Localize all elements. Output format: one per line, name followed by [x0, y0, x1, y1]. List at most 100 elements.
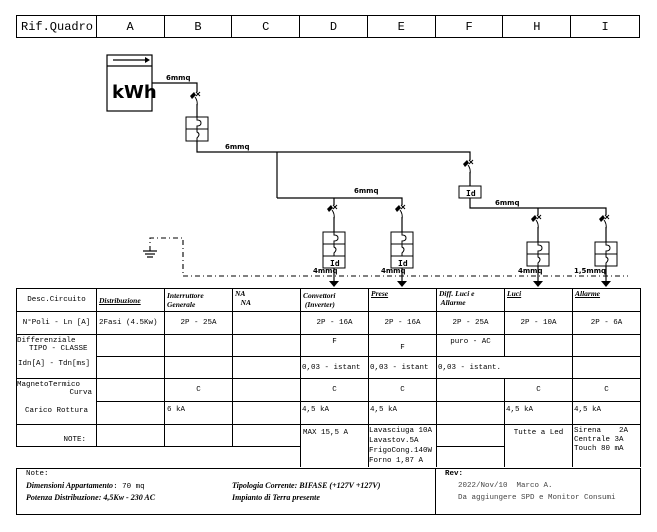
magnetothermic-icon — [526, 241, 550, 267]
cable-label: 6mmq — [166, 74, 190, 82]
single-line-diagram: kWh Id Id — [106, 54, 628, 287]
table-row: 6 kA 4,5 kA 4,5 kA 4,5 kA 4,5 kA — [17, 401, 641, 425]
cell — [436, 378, 505, 402]
cell: Sirena 2A Centrale 3A Touch 80 mA — [572, 424, 641, 467]
cell: Prese — [368, 288, 437, 312]
notes-earth: Impianto di Terra presente — [232, 493, 320, 502]
cell: Interruttore Generale — [164, 288, 233, 312]
column-i: I — [601, 19, 609, 34]
cell: C — [504, 378, 573, 402]
switch-icon — [530, 214, 542, 230]
cell — [504, 334, 573, 357]
cell — [232, 311, 301, 335]
cell: 6 kA — [164, 401, 233, 425]
cable-label: 4mmq — [313, 267, 337, 275]
cell: 2P - 10A — [504, 311, 573, 335]
cell: puro - AC — [436, 334, 505, 357]
revision-box: Rev: 2022/Nov/10 Marco A. Da aggiungere … — [436, 468, 641, 515]
row-label: Desc.Circuito — [16, 288, 97, 312]
panel-reference-header: Rif.Quadro A B C D E F H I — [16, 15, 640, 38]
column-a: A — [97, 16, 165, 37]
cell: NA NA — [232, 288, 301, 312]
column-h: H — [503, 16, 572, 37]
cell: 4,5 kA — [504, 401, 573, 425]
cell: Allarme — [572, 288, 641, 312]
cell — [96, 378, 165, 402]
column-b: B — [165, 16, 233, 37]
rev-date-author: 2022/Nov/10 Marco A. — [458, 482, 553, 490]
cell: C — [572, 378, 641, 402]
cell: 0,03 - istant — [300, 356, 369, 379]
row-label: NOTE: — [16, 424, 97, 447]
circuit-table: Desc.Circuito Distribuzione Interruttore… — [16, 288, 641, 467]
cell: 4,5 kA — [300, 401, 369, 425]
output-arrow-e — [397, 281, 407, 287]
energy-meter: kWh — [106, 54, 157, 112]
magnetothermic-icon — [322, 231, 346, 257]
notes-box: Note: Dimensioni Appartamento: 70 mq Pot… — [16, 468, 436, 515]
breaker-d: Id — [322, 204, 346, 269]
switch-icon — [462, 159, 474, 175]
cell — [232, 424, 301, 447]
cell — [164, 334, 233, 357]
cell — [232, 356, 301, 379]
magnetothermic-icon — [185, 116, 209, 142]
cell — [164, 356, 233, 379]
column-f: F — [436, 16, 504, 37]
column-d: D — [300, 16, 368, 37]
cell — [436, 401, 505, 425]
cell: 0,03 - istant — [368, 356, 437, 379]
cell — [96, 401, 165, 425]
switch-icon — [598, 214, 610, 230]
earth-ground — [143, 237, 628, 277]
cell: 2P - 25A — [436, 311, 505, 335]
cell — [96, 356, 165, 379]
cable-label: 1,5mmq — [574, 267, 606, 275]
cell: Convettori (Inverter) — [300, 288, 369, 312]
table-row: N°Poli - Ln [A] 2Fasi (4.5Kw) 2P - 25A 2… — [16, 311, 641, 335]
cell: C — [164, 378, 233, 402]
cable-label: 6mmq — [495, 199, 519, 207]
notes-title: Note: — [26, 470, 49, 478]
switch-icon — [189, 91, 201, 107]
cell — [232, 401, 301, 425]
cell: C — [368, 378, 437, 402]
column-e: E — [368, 16, 436, 37]
cell — [96, 424, 165, 447]
cell: 2P - 25A — [164, 311, 233, 335]
table-row: MagnetoTermico Curva Carico Rottura C C … — [16, 378, 641, 425]
column-c: C — [232, 16, 301, 37]
notes-power: Potenza Distribuzione: 4,5Kw - 230 AC — [26, 493, 156, 502]
cell: 2P - 16A — [368, 311, 437, 335]
cell — [572, 356, 641, 379]
cell — [436, 424, 505, 447]
cell: 0,03 - istant. — [436, 356, 505, 379]
rev-title: Rev: — [445, 470, 464, 478]
cell: Tutte a Led — [504, 424, 573, 467]
breaker-e: Id — [390, 204, 414, 269]
switch-icon — [394, 204, 406, 220]
cell: Diff. Luci e Allarme — [436, 288, 505, 312]
output-arrow-i — [601, 281, 611, 287]
table-row: 0,03 - istant 0,03 - istant 0,03 - istan… — [17, 356, 641, 379]
cell: 2P - 6A — [572, 311, 641, 335]
output-arrow-h — [533, 281, 543, 287]
cell — [504, 356, 573, 379]
cell — [96, 334, 165, 357]
magnetothermic-icon — [390, 231, 414, 257]
cable-label: 6mmq — [225, 143, 249, 151]
cell — [164, 424, 233, 447]
table-row-notes: NOTE: MAX 15,5 A Lavasciuga 10A Lavastov… — [16, 424, 641, 467]
cell: 4,5 kA — [368, 401, 437, 425]
table-row: Differenziale TIPO - CLASSE Idn[A] - Tdn… — [16, 334, 641, 379]
cell: 2Fasi (4.5Kw) — [96, 311, 165, 335]
row-label-differenziale: Differenziale TIPO - CLASSE Idn[A] - Tdn… — [16, 334, 97, 379]
cell: 4,5 kA — [572, 401, 641, 425]
cable-label: 4mmq — [381, 267, 405, 275]
notes-current-type: Tipologia Corrente: BIFASE (+127V +127V) — [232, 481, 381, 490]
output-arrows — [329, 281, 611, 287]
row-label-magnetotermico: MagnetoTermico Curva Carico Rottura — [16, 378, 97, 425]
cable-label: 6mmq — [354, 187, 378, 195]
differential-f: Id — [458, 159, 482, 199]
cell: Distribuzione — [96, 288, 165, 312]
